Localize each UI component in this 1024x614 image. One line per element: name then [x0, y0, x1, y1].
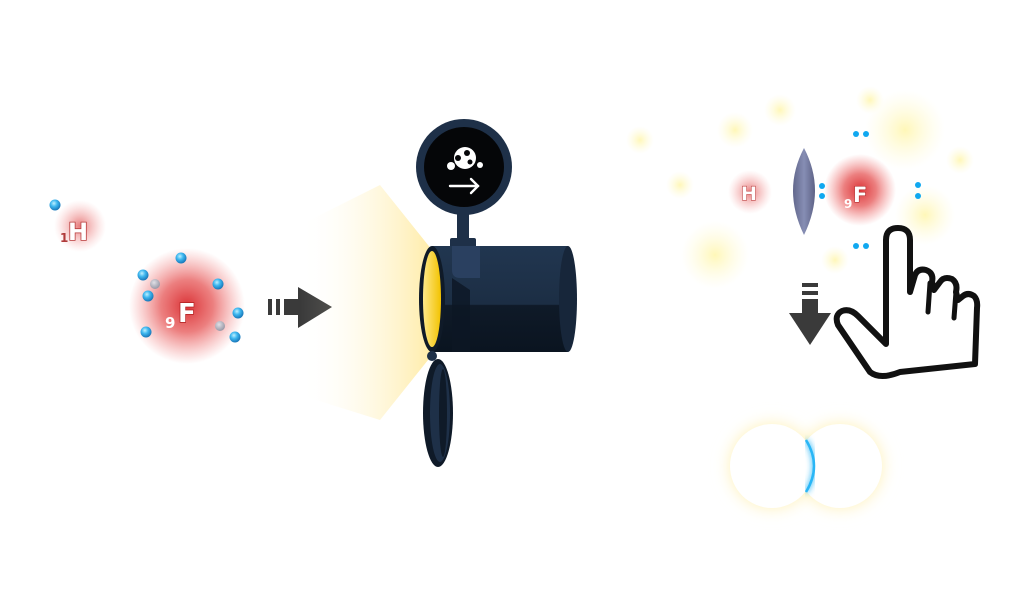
device-rear-cap [559, 246, 577, 352]
light-device [300, 119, 577, 467]
arrow-right-icon [448, 177, 480, 195]
dashed-down-arrow-icon [789, 283, 831, 345]
electron [142, 290, 154, 302]
orbital-overlap-shape [793, 148, 815, 235]
hydrogen-symbol-right: H [741, 183, 757, 205]
molecule-sphere-right [798, 424, 882, 508]
fluorine-symbol-left: F [178, 299, 196, 329]
hydrogen-electron-left [49, 199, 61, 211]
fluorine-glow-right [824, 154, 896, 226]
electron-faded [150, 279, 160, 289]
hydrogen-atom-left: 1 H [49, 199, 106, 252]
electron-faded [215, 321, 225, 331]
right-panel: H 9 F [626, 86, 981, 520]
light-beam [300, 185, 432, 420]
left-atoms-group: 1 H 9 F [49, 199, 245, 364]
electron-pairs [819, 131, 921, 249]
hydrogen-glow-left [54, 200, 106, 252]
molecule-sphere-left [730, 424, 814, 508]
fluorine-atomic-number-left: 9 [165, 314, 175, 332]
hydrogen-glow-right [728, 170, 772, 214]
hydrogen-atom-right: H [728, 170, 772, 214]
pointing-hand-icon [833, 225, 981, 379]
electron [212, 278, 224, 290]
device-stalk [457, 205, 469, 245]
electron [229, 331, 241, 343]
electron [175, 252, 187, 264]
electron [137, 269, 149, 281]
electron [140, 326, 152, 338]
hydrogen-symbol-left: H [68, 218, 88, 246]
fluorine-glow-left [129, 248, 245, 364]
bonded-molecule [718, 412, 894, 520]
electron-cloud-icon [447, 147, 483, 170]
fluorine-symbol-right: F [853, 183, 867, 207]
fluorine-atom-left: 9 F [129, 248, 245, 364]
fluorine-valence-electrons-left [137, 252, 244, 343]
hydrogen-mass-number-left: 1 [60, 231, 68, 245]
electron [232, 307, 244, 319]
device-hinge [427, 351, 437, 361]
device-lens [423, 251, 441, 347]
fluorine-atomic-number-right: 9 [844, 197, 852, 211]
sparkles [626, 86, 974, 289]
fluorine-atom-right: 9 F [824, 154, 896, 226]
